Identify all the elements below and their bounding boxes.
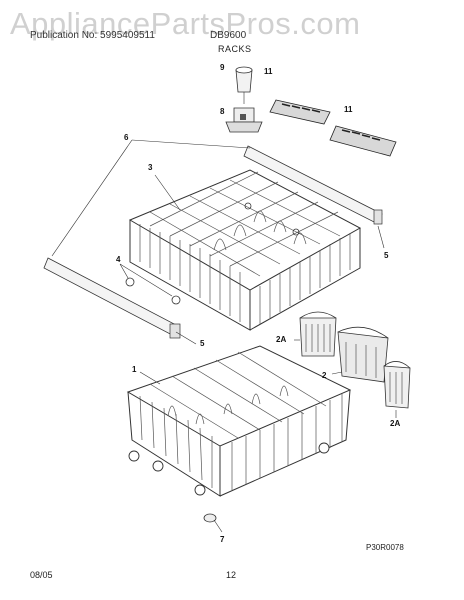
diagram-code: P30R0078 bbox=[366, 543, 404, 552]
part-7-wheels[interactable] bbox=[128, 442, 330, 533]
model-number: DB9600 bbox=[210, 30, 247, 41]
callout-2A-top: 2A bbox=[276, 335, 286, 344]
callout-2A-bottom: 2A bbox=[390, 419, 400, 428]
callout-7: 7 bbox=[220, 535, 225, 544]
part-11-cup-shelf-a[interactable] bbox=[269, 99, 331, 125]
callout-3: 3 bbox=[148, 163, 153, 172]
callout-2: 2 bbox=[322, 371, 327, 380]
callout-11-a: 11 bbox=[264, 67, 273, 76]
page-number: 12 bbox=[226, 570, 237, 580]
publication-label: Publication No: 5995409511 bbox=[30, 30, 155, 41]
part-4-rollers[interactable] bbox=[119, 263, 181, 305]
callout-5-bottom: 5 bbox=[200, 339, 205, 348]
callout-11-b: 11 bbox=[344, 105, 353, 114]
footer-date: 08/05 bbox=[30, 570, 53, 580]
callout-6: 6 bbox=[124, 133, 129, 142]
part-11-cup-shelf-b[interactable] bbox=[329, 125, 397, 157]
part-8-mount[interactable] bbox=[225, 107, 263, 133]
part-2-basket-center[interactable] bbox=[331, 326, 389, 383]
part-9-nozzle[interactable] bbox=[235, 66, 253, 104]
part-2A-basket-left[interactable] bbox=[294, 311, 337, 357]
callout-1: 1 bbox=[132, 365, 137, 374]
callout-4: 4 bbox=[116, 255, 121, 264]
part-6-rail-left[interactable] bbox=[43, 257, 181, 339]
callout-5-right: 5 bbox=[384, 251, 389, 260]
callout-8: 8 bbox=[220, 107, 225, 116]
part-3-upper-rack[interactable] bbox=[128, 169, 362, 331]
callout-9: 9 bbox=[220, 63, 225, 72]
part-2A-basket-right[interactable] bbox=[383, 361, 411, 418]
part-6-rail-right[interactable] bbox=[243, 145, 383, 225]
part-1-lower-rack[interactable] bbox=[126, 345, 352, 497]
section-title: RACKS bbox=[218, 44, 252, 54]
